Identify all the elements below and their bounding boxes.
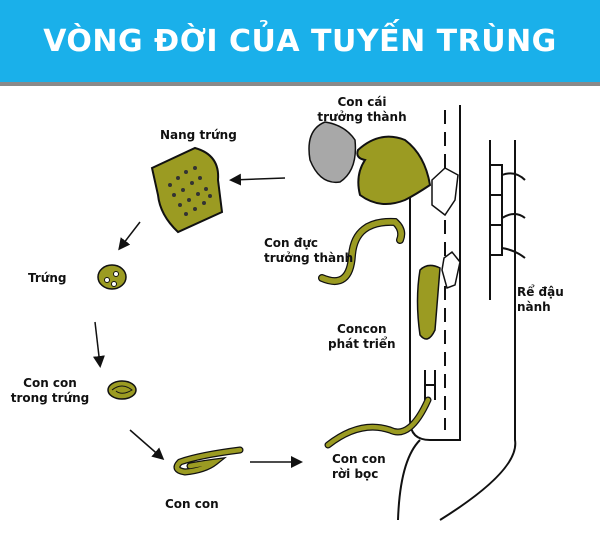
label-line: Con đực [264, 236, 319, 250]
label-line: Con con [23, 376, 77, 390]
label-line: Rể đậu [517, 285, 564, 299]
arrow-eggsac-to-egg [118, 221, 141, 251]
egg-icon [97, 264, 127, 290]
adult-female-icon [356, 135, 432, 205]
label-line: Con cái [337, 95, 387, 109]
label-juvenile: Con con [165, 497, 219, 511]
label-line: phát triển [328, 337, 396, 351]
arrow-juvenile-in-egg [129, 429, 165, 460]
arrows [93, 173, 303, 468]
label-line: Concon [337, 322, 387, 336]
label-line: Con con [332, 452, 386, 466]
developing-juvenile-icon [416, 264, 441, 340]
label-line: rời bọc [332, 467, 379, 481]
egg-mass-icon [308, 121, 357, 184]
arrow-egg-to-juvenile [93, 321, 105, 368]
label-egg: Trứng [28, 271, 67, 285]
label-line: trưởng thành [317, 110, 407, 124]
arrow-female-to-eggsac [229, 173, 286, 186]
egg-sac-icon [150, 146, 224, 234]
juvenile-in-egg-icon [107, 380, 137, 400]
label-line: trưởng thành [264, 251, 354, 265]
label-line: trong trứng [10, 391, 90, 405]
label-egg-sac: Nang trứng [160, 128, 237, 142]
page-title: VÒNG ĐỜI CỦA TUYẾN TRÙNG [43, 23, 557, 59]
label-line: nành [517, 300, 551, 314]
title-banner: VÒNG ĐỜI CỦA TUYẾN TRÙNG [0, 0, 600, 86]
